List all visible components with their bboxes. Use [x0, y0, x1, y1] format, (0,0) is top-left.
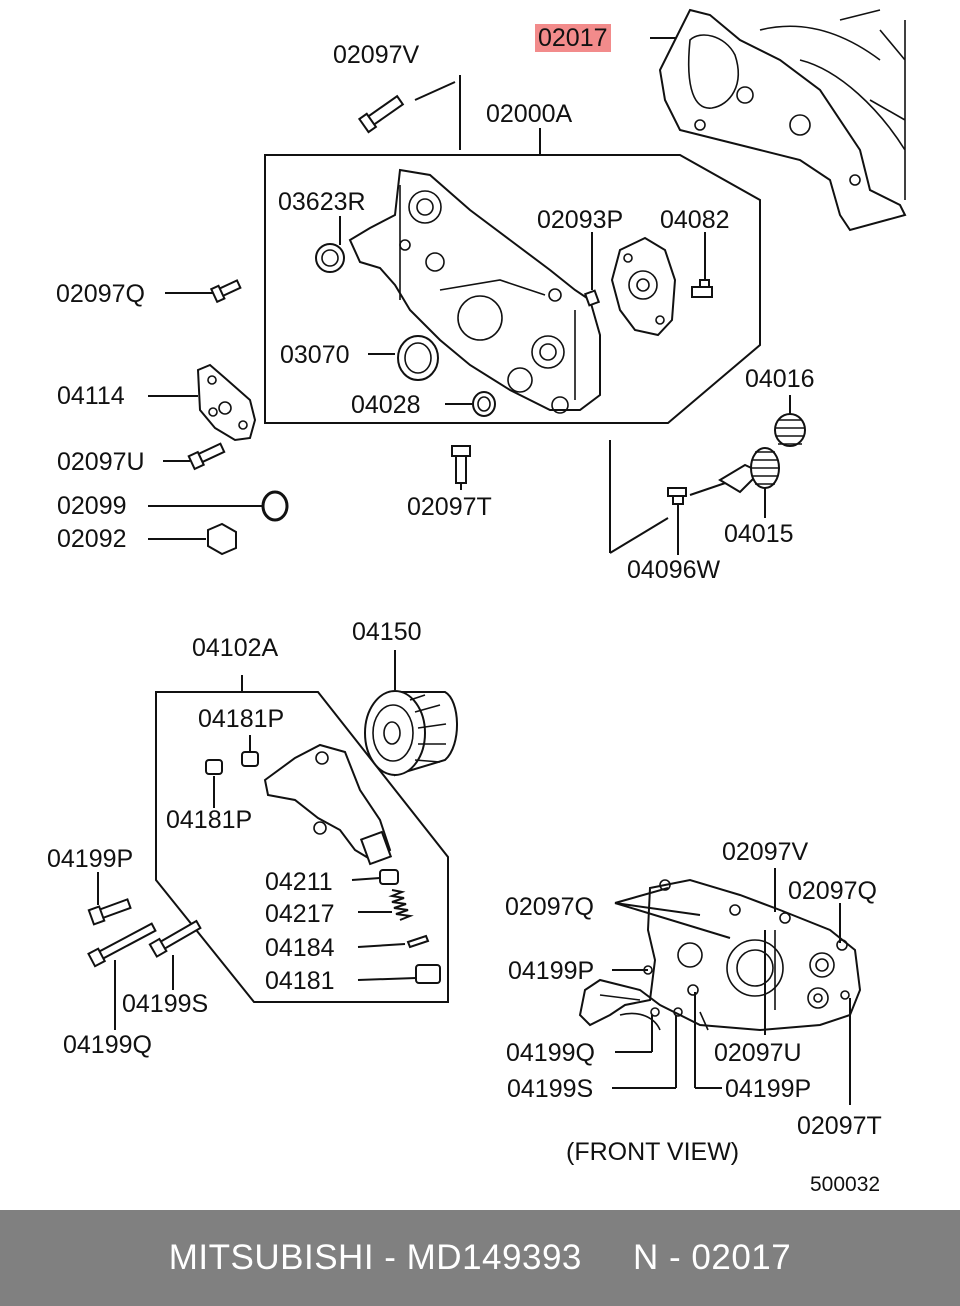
label-front-04199S[interactable]: 04199S — [507, 1075, 594, 1103]
bolt-02097V — [357, 94, 405, 134]
separator: - — [374, 1238, 407, 1277]
front-view-drawing — [578, 878, 862, 1032]
bolt-04199S — [148, 919, 202, 958]
label-04150[interactable]: 04150 — [352, 618, 422, 646]
label-front-02097U[interactable]: 02097U — [714, 1039, 802, 1067]
gasket-02017 — [658, 8, 907, 232]
bolt-04199Q — [87, 922, 157, 968]
label-04199P[interactable]: 04199P — [47, 845, 134, 873]
label-front-02097V[interactable]: 02097V — [722, 838, 809, 866]
gear-04016 — [774, 413, 806, 447]
label-04199S[interactable]: 04199S — [122, 990, 209, 1018]
label-04181P-upper[interactable]: 04181P — [198, 705, 285, 733]
bolt-04082 — [691, 279, 713, 298]
assembly-04102A-box — [155, 691, 449, 1003]
bolt-02097U — [187, 442, 226, 471]
o-ring-02099 — [261, 490, 289, 522]
bolt-04199P — [87, 898, 132, 926]
label-02097Q[interactable]: 02097Q — [56, 280, 145, 308]
label-02017-highlighted[interactable]: 02017 — [535, 24, 611, 52]
label-03623R[interactable]: 03623R — [278, 188, 366, 216]
label-02093P[interactable]: 02093P — [537, 206, 624, 234]
label-04028[interactable]: 04028 — [351, 391, 421, 419]
gasket-02092 — [207, 522, 237, 556]
plunger-04211 — [379, 869, 399, 885]
label-04102A[interactable]: 04102A — [192, 634, 279, 662]
plug-04181P-lower — [205, 759, 223, 775]
gear-shaft-04015 — [718, 447, 780, 494]
oil-pump-case-02000A — [348, 168, 601, 411]
label-04181P-lower[interactable]: 04181P — [166, 806, 253, 834]
plug-04181P-upper — [241, 751, 259, 767]
label-front-02097Q-right[interactable]: 02097Q — [788, 877, 877, 905]
oil-seal-04028 — [472, 391, 496, 417]
part-info-text: MITSUBISHI - MD149393 N - 02017 — [0, 1210, 960, 1306]
label-front-02097T[interactable]: 02097T — [797, 1112, 882, 1140]
label-02097T[interactable]: 02097T — [407, 493, 492, 521]
oil-seal-03623R — [315, 243, 345, 273]
diagram-number: 500032 — [810, 1173, 881, 1196]
pump-rotor-housing — [610, 236, 677, 337]
label-02099[interactable]: 02099 — [57, 492, 127, 520]
separator: - — [658, 1238, 692, 1277]
label-02097U[interactable]: 02097U — [57, 448, 145, 476]
brand-name: MITSUBISHI — [168, 1238, 375, 1277]
bolt-02097Q — [209, 279, 242, 304]
oil-filter-04150 — [364, 690, 458, 777]
front-view-caption: (FRONT VIEW) — [566, 1138, 740, 1166]
assembly-02000A-box — [264, 154, 761, 424]
label-04096W[interactable]: 04096W — [627, 556, 721, 584]
label-front-04199P-top[interactable]: 04199P — [508, 957, 595, 985]
label-front-04199Q[interactable]: 04199Q — [506, 1039, 595, 1067]
spring-04217 — [388, 889, 414, 921]
spacer — [582, 1238, 633, 1277]
part-info-footer: MITSUBISHI - MD149393 N - 02017 — [0, 1210, 960, 1306]
reference-prefix: N — [633, 1238, 659, 1277]
label-04199Q[interactable]: 04199Q — [63, 1031, 152, 1059]
bolt-02097T — [451, 445, 471, 484]
part-number: MD149393 — [406, 1238, 582, 1277]
label-03070[interactable]: 03070 — [280, 341, 350, 369]
label-04082[interactable]: 04082 — [660, 206, 730, 234]
label-04181[interactable]: 04181 — [265, 967, 335, 995]
label-front-02097Q-left[interactable]: 02097Q — [505, 893, 594, 921]
reference-code: 02017 — [691, 1238, 792, 1277]
label-02097V[interactable]: 02097V — [333, 41, 420, 69]
label-04015[interactable]: 04015 — [724, 520, 794, 548]
plug-04181 — [415, 964, 441, 984]
label-02000A[interactable]: 02000A — [486, 100, 573, 128]
bolt-04096W — [667, 487, 687, 505]
label-04016[interactable]: 04016 — [745, 365, 815, 393]
oil-seal-03070 — [397, 335, 439, 381]
exploded-view-drawing — [87, 8, 907, 1105]
label-04184[interactable]: 04184 — [265, 934, 335, 962]
pin-02093P — [583, 289, 601, 307]
parts-diagram: 02017 02097V 02000A 03623R 02093P 04082 … — [47, 8, 907, 1196]
label-04217[interactable]: 04217 — [265, 900, 335, 928]
label-04114[interactable]: 04114 — [57, 382, 125, 410]
label-02092[interactable]: 02092 — [57, 525, 127, 553]
pin-04184 — [406, 934, 430, 949]
label-front-04199P-bottom[interactable]: 04199P — [725, 1075, 812, 1103]
label-04211[interactable]: 04211 — [265, 868, 333, 896]
